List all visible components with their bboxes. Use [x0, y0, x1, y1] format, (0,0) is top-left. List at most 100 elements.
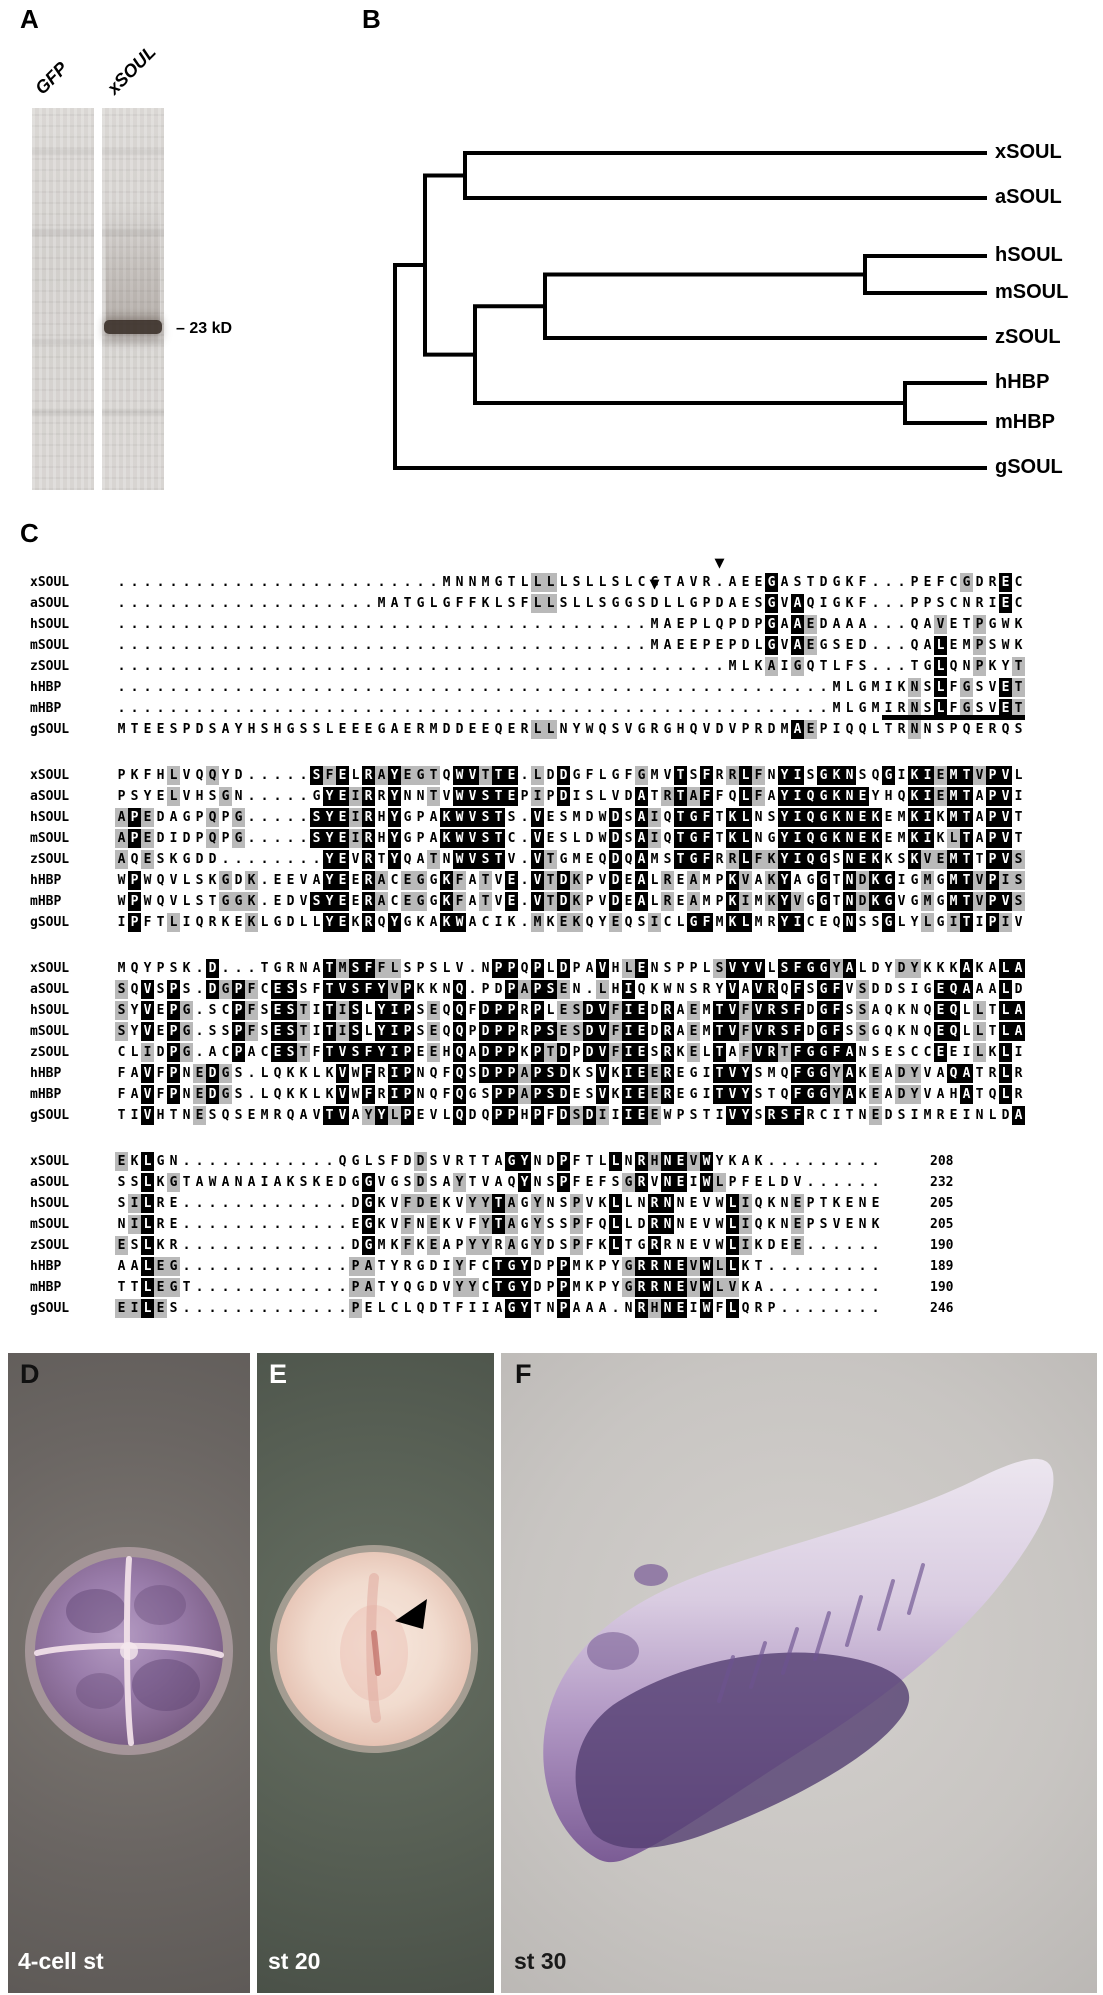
sequence-name: hSOUL: [30, 617, 70, 632]
arrowhead-icon: [395, 1599, 427, 1629]
sequence-name: mHBP: [30, 1280, 62, 1295]
sequence-name: xSOUL: [30, 768, 70, 783]
photo-stage30-embryo: [501, 1353, 1097, 1993]
sequence-name: zSOUL: [30, 852, 70, 867]
sequence-name: zSOUL: [30, 1238, 70, 1253]
lane-label-gfp: GFP: [31, 57, 72, 99]
sequence-name: mSOUL: [30, 638, 70, 653]
sequence-name: gSOUL: [30, 1301, 70, 1316]
tree-leaf-zsoul: zSOUL: [995, 326, 1061, 348]
sequence-name: zSOUL: [30, 1045, 70, 1060]
sequence-name: aSOUL: [30, 789, 70, 804]
sequence-name: gSOUL: [30, 915, 70, 930]
tree-leaf-msoul: mSOUL: [995, 281, 1069, 303]
sequence-name: hHBP: [30, 1066, 62, 1081]
tree-leaf-hhbp: hHBP: [995, 371, 1050, 393]
residue-count: 205: [930, 1196, 954, 1211]
gel-smear: [106, 203, 160, 321]
panel-a-label: A: [20, 4, 39, 34]
gel-lane-xsoul: [102, 108, 164, 490]
stage30-embryo-image: [543, 1458, 1054, 1863]
sequence-name: mSOUL: [30, 1024, 70, 1039]
sequence-name: xSOUL: [30, 961, 70, 976]
panel-f-label: F: [515, 1359, 532, 1389]
sequence-name: hHBP: [30, 680, 62, 695]
tree-leaf-mhbp: mHBP: [995, 411, 1056, 433]
alignment-row: mSOUL...................................…: [30, 635, 1025, 656]
tree-leaf-asoul: aSOUL: [995, 186, 1062, 208]
alignment-row: zSOUL...................................…: [30, 656, 1025, 677]
sequence-name: hSOUL: [30, 810, 70, 825]
residue-count: 190: [930, 1280, 954, 1295]
photo-4cell-embryo: [8, 1353, 250, 1993]
alignment-row: hSOUL...................................…: [30, 614, 1025, 635]
sequence-name: mSOUL: [30, 1217, 70, 1232]
residue-count: 205: [930, 1217, 954, 1232]
gel-lane-gfp: [32, 108, 94, 490]
sequence-name: hHBP: [30, 1259, 62, 1274]
sequence-name: mHBP: [30, 1087, 62, 1102]
sequence-name: aSOUL: [30, 982, 70, 997]
residue-count: 189: [930, 1259, 954, 1274]
tree-leaf-xsoul: xSOUL: [995, 141, 1062, 163]
lane-label-xsoul: xSOUL: [103, 41, 160, 99]
panel-c-label: C: [20, 518, 39, 548]
sequence-name: mHBP: [30, 701, 62, 716]
sequence-name: aSOUL: [30, 596, 70, 611]
tree-leaf-hsoul: hSOUL: [995, 244, 1063, 266]
residue-count: 190: [930, 1238, 954, 1253]
photo-stage20-embryo: [257, 1353, 494, 1993]
residue-count: 232: [930, 1175, 954, 1190]
sequence-name: mSOUL: [30, 831, 70, 846]
sequence-name: gSOUL: [30, 722, 70, 737]
sequence-name: mHBP: [30, 894, 62, 909]
sequence-name: xSOUL: [30, 575, 70, 590]
caption-st20: st 20: [268, 1948, 321, 1974]
tree-leaf-gsoul: gSOUL: [995, 456, 1063, 478]
stage20-embryo-image: [270, 1545, 478, 1753]
alignment-row: mHBP....................................…: [30, 698, 1025, 719]
protein-band-23kd: [104, 320, 162, 334]
sequence-name: aSOUL: [30, 1175, 70, 1190]
panel-e-label: E: [269, 1359, 288, 1389]
cleavage-site-marker: ▼: [649, 577, 660, 592]
alignment-row: hHBP....................................…: [30, 677, 1025, 698]
conserved-region-bar: [882, 715, 1025, 720]
residue-count: 208: [930, 1154, 954, 1169]
phylogenetic-tree: [393, 151, 987, 470]
sequence-name: hHBP: [30, 873, 62, 888]
